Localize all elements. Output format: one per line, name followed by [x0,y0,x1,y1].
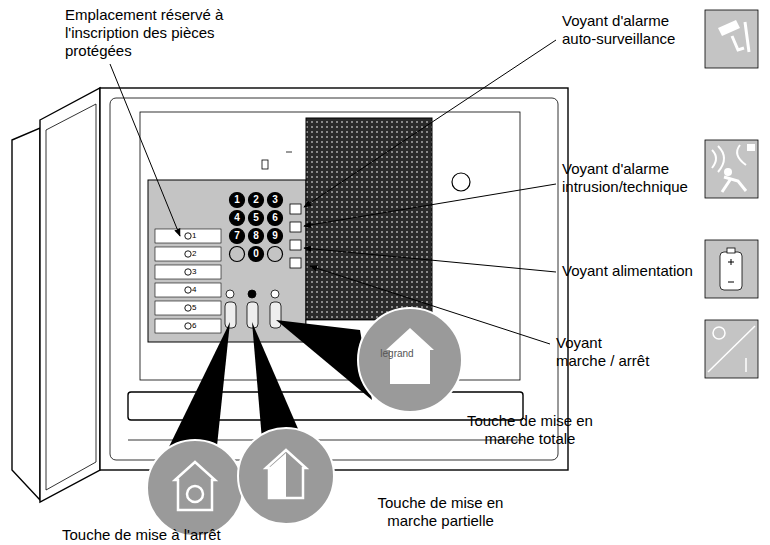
zone-number: 6 [192,321,202,331]
zone-number: 1 [192,231,202,241]
zone-number: 3 [192,267,202,277]
key-digit: 9 [268,230,282,242]
callout-text: Touche de mise en marche totale [455,412,605,448]
zone-number: 2 [192,249,202,259]
key-digit: 6 [268,212,282,224]
keypad-membrane [148,180,306,342]
callout-text: Voyant d'alarme intrusion/technique [562,160,702,196]
zone-number: 5 [192,303,202,313]
keypad-keys [230,193,283,262]
zone-strips [155,229,221,333]
speaker-grille [306,118,432,320]
key-digit: 8 [249,230,263,242]
key-digit: 3 [268,194,282,206]
key-digit: 1 [230,194,244,206]
legend-icons [705,10,758,378]
tamper-button [452,173,470,191]
callout-text: Voyant marche / arrêt [556,334,655,370]
key-digit: 2 [249,194,263,206]
callout-text: Touche de mise à l'arrêt [62,526,282,544]
callout-text: Voyant d'alarme auto-surveillance [562,12,702,48]
key-digit: 4 [230,212,244,224]
key-digit: 5 [249,212,263,224]
indicator-leds [262,152,301,268]
callout-text: Emplacement réservé à l'inscription des … [65,6,250,60]
callout-text: Voyant alimentation [562,262,702,280]
mode-buttons [225,290,281,328]
zone-number: 4 [192,285,202,295]
leader-lines [110,40,556,344]
key-digit: 7 [230,230,244,242]
callout-text: Touche de mise en marche partielle [358,494,523,530]
brand-name: legrand [372,348,422,360]
key-digit: 0 [249,248,263,260]
